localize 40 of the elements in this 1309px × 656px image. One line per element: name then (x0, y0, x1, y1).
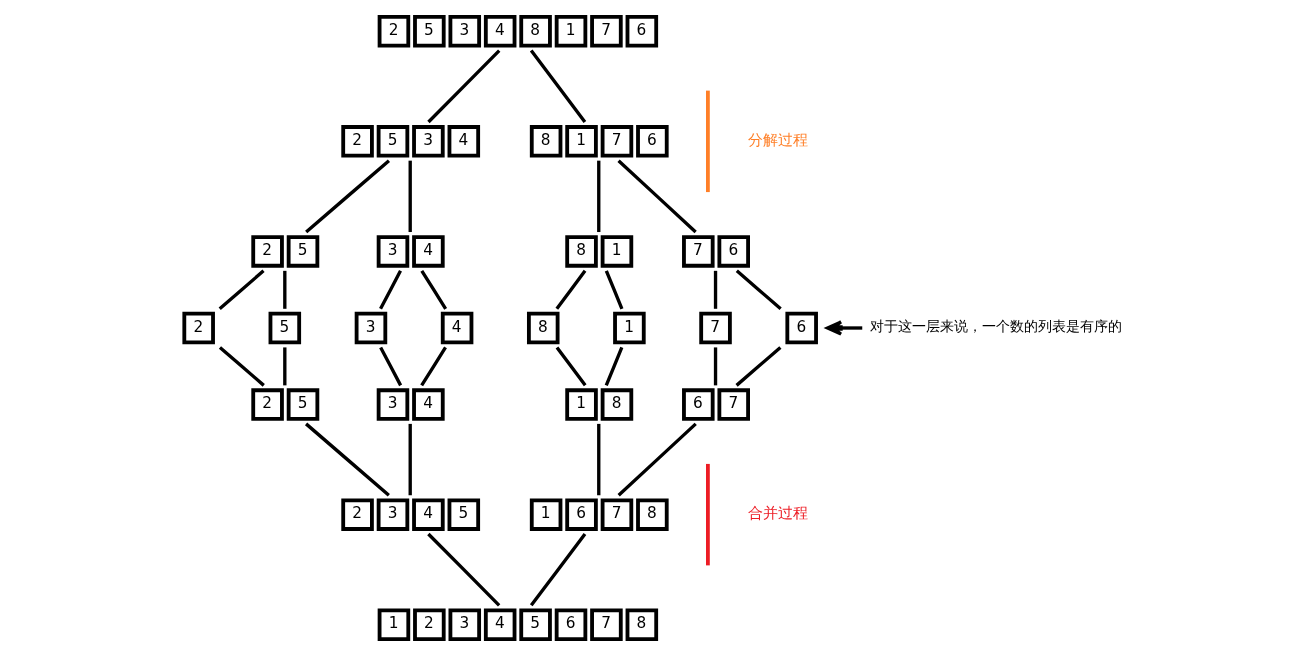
connector (529, 532, 586, 607)
label: 分解过程 (747, 130, 808, 149)
node-text: 对于这一层来说，一个数的列表是有序的 (869, 318, 1122, 335)
connector (378, 270, 402, 310)
connector (408, 160, 412, 233)
connector (426, 49, 500, 124)
connector (218, 269, 265, 311)
connector (378, 346, 402, 387)
node-box: 6 (784, 311, 818, 345)
connector (596, 160, 600, 233)
connector (419, 346, 447, 387)
connector (304, 422, 390, 497)
connector (218, 346, 265, 387)
node-box: 5 (268, 311, 301, 345)
connector (617, 422, 697, 497)
connector (408, 423, 412, 496)
connector (604, 270, 623, 310)
connector (555, 346, 587, 387)
node-box: 1 (612, 311, 646, 345)
connector (616, 159, 697, 234)
connector (426, 532, 500, 607)
connector (713, 270, 717, 309)
connector (596, 423, 600, 496)
node-box: 8 (526, 311, 560, 345)
node-box: 2 (181, 311, 215, 345)
connector (282, 347, 286, 386)
connector (554, 269, 586, 310)
connector (735, 346, 781, 387)
connector (304, 159, 390, 234)
node-box: 3 (354, 311, 387, 345)
node-box: 7 (698, 311, 732, 345)
connector (529, 49, 586, 123)
connector (419, 269, 447, 310)
connector (282, 270, 286, 309)
label: 合并过程 (747, 504, 808, 523)
connector (713, 347, 717, 386)
connector (735, 269, 782, 311)
connector (604, 346, 623, 386)
arrow (825, 320, 862, 336)
node-box: 4 (440, 311, 473, 345)
